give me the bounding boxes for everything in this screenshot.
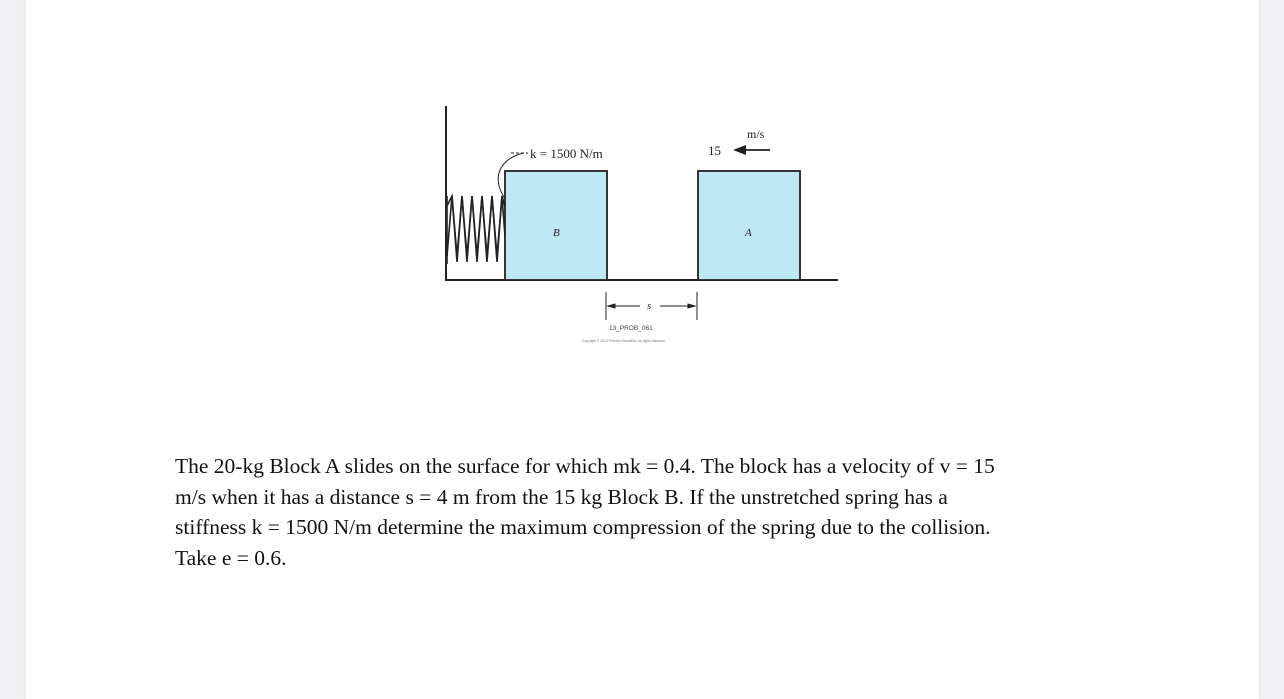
velocity-arrow: [733, 145, 770, 155]
collision-diagram: k = 1500 N/m B A 15 m/s s 13_PROB_061 Co…: [445, 106, 838, 343]
block-a-label: A: [744, 227, 752, 239]
distance-label: s: [647, 300, 651, 312]
spring-stiffness-label: k = 1500 N/m: [530, 146, 603, 161]
problem-figure: k = 1500 N/m B A 15 m/s s 13_PROB_061 Co…: [445, 106, 838, 343]
velocity-value: 15: [708, 143, 721, 158]
problem-line-3: stiffness k = 1500 N/m determine the max…: [175, 515, 991, 539]
document-page: [26, 0, 1259, 699]
velocity-unit: m/s: [747, 127, 765, 141]
figure-caption: 13_PROB_061: [609, 325, 653, 332]
distance-dimension: [605, 292, 698, 320]
block-b-label: B: [553, 227, 560, 239]
problem-statement: The 20-kg Block A slides on the surface …: [175, 451, 1105, 573]
problem-line-2: m/s when it has a distance s = 4 m from …: [175, 484, 948, 509]
problem-line-4: Take e = 0.6.: [175, 545, 287, 570]
spring-label-leader: [497, 152, 525, 201]
spring: [446, 193, 507, 264]
block-b: [504, 170, 608, 281]
block-a: [697, 170, 801, 281]
problem-line-1: The 20-kg Block A slides on the surface …: [175, 454, 995, 478]
copyright-line: Copyright © 2013 Pearson Education, All …: [582, 339, 666, 343]
